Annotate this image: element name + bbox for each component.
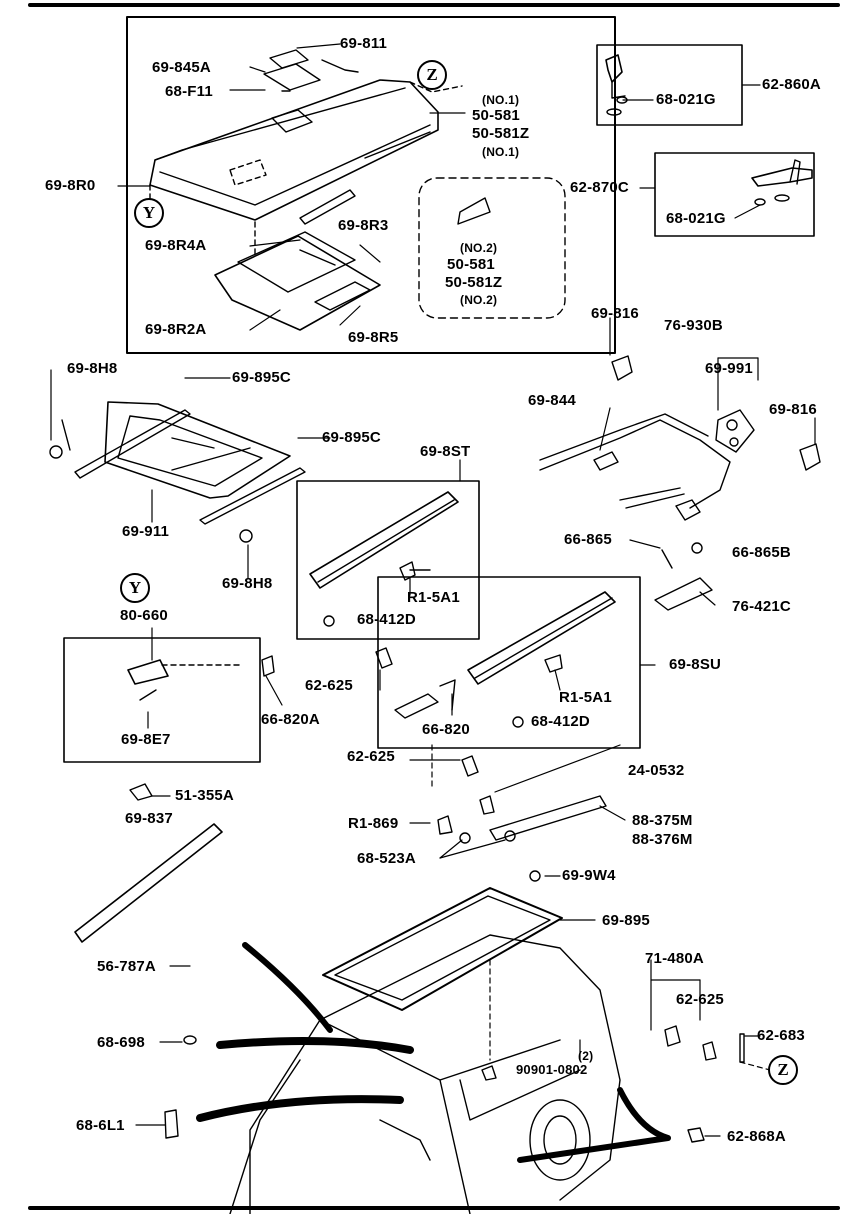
label-69-8E7: 69-8E7 — [121, 731, 171, 748]
label-R1-5A1-b: R1-5A1 — [559, 689, 612, 706]
bracket-62-870C-box — [654, 152, 815, 237]
label-71-480A: 71-480A — [645, 950, 704, 967]
vehicle-drawing — [164, 887, 745, 1214]
label-qty-2: (2) — [578, 1049, 594, 1063]
label-76-421C: 76-421C — [732, 598, 791, 615]
label-50-581-a: 50-581 — [472, 107, 520, 124]
label-88-376M: 88-376M — [632, 831, 693, 848]
label-69-8SU: 69-8SU — [669, 656, 722, 673]
label-24-0532: 24-0532 — [628, 762, 685, 779]
label-66-820: 66-820 — [422, 721, 470, 738]
label-62-625-a: 62-625 — [305, 677, 353, 694]
roof-panel-drawing — [149, 49, 463, 259]
label-62-625-b: 62-625 — [347, 748, 395, 765]
label-69-816-b: 69-816 — [769, 401, 817, 418]
rail-69-8ST-box — [296, 480, 480, 640]
label-69-8R4A: 69-8R4A — [145, 237, 207, 254]
label-69-8H8-b: 69-8H8 — [222, 575, 273, 592]
label-62-860A: 62-860A — [762, 76, 821, 93]
rail-69-8SU-drawing — [394, 591, 616, 728]
label-68-021G-b: 68-021G — [666, 210, 726, 227]
label-50-581-b: 50-581 — [447, 256, 495, 273]
label-66-820A: 66-820A — [261, 711, 320, 728]
label-69-9W4: 69-9W4 — [562, 867, 616, 884]
sunroof-frame-drawing — [49, 401, 306, 543]
label-68-021G-a: 68-021G — [656, 91, 716, 108]
label-80-660: 80-660 — [120, 607, 168, 624]
label-88-375M: 88-375M — [632, 812, 693, 829]
label-69-991: 69-991 — [705, 360, 753, 377]
label-76-930B: 76-930B — [664, 317, 723, 334]
label-69-8ST: 69-8ST — [420, 443, 471, 460]
label-R1-5A1-a: R1-5A1 — [407, 589, 460, 606]
label-68-412D-a: 68-412D — [357, 611, 416, 628]
marker-y-mid: Y — [120, 573, 150, 603]
label-69-844: 69-844 — [528, 392, 576, 409]
label-62-870C: 62-870C — [570, 179, 629, 196]
label-R1-869: R1-869 — [348, 815, 399, 832]
roof-no2-dashed-box — [418, 177, 566, 319]
marker-z-bottom: Z — [768, 1055, 798, 1085]
label-66-865B: 66-865B — [732, 544, 791, 561]
label-62-625-c: 62-625 — [676, 991, 724, 1008]
marker-z-top: Z — [417, 60, 447, 90]
label-68-523A: 68-523A — [357, 850, 416, 867]
label-no2-b: (NO.2) — [460, 293, 498, 307]
clip-80-660-box — [63, 637, 261, 763]
rail-69-8SU-box — [377, 576, 641, 749]
label-62-683: 62-683 — [757, 1027, 805, 1044]
label-no1-b: (NO.1) — [482, 145, 520, 159]
label-69-8R3: 69-8R3 — [338, 217, 389, 234]
label-68-698: 68-698 — [97, 1034, 145, 1051]
label-56-787A: 56-787A — [97, 958, 156, 975]
label-no2-a: (NO.2) — [460, 241, 498, 255]
label-69-8R5: 69-8R5 — [348, 329, 399, 346]
leader-lines — [50, 43, 816, 1137]
clip-80-660-drawing — [127, 655, 275, 701]
label-68-6L1: 68-6L1 — [76, 1117, 125, 1134]
label-50-581Z-a: 50-581Z — [472, 125, 530, 142]
marker-y-left: Y — [134, 198, 164, 228]
roof-assembly-box — [126, 16, 616, 354]
label-69-911: 69-911 — [122, 523, 170, 540]
label-50-581Z-b: 50-581Z — [445, 274, 503, 291]
label-51-355A: 51-355A — [175, 787, 234, 804]
label-69-895C-b: 69-895C — [322, 429, 381, 446]
label-69-811: 69-811 — [340, 35, 388, 52]
label-no1-a: (NO.1) — [482, 93, 520, 107]
label-69-845A: 69-845A — [152, 59, 211, 76]
label-69-8R0: 69-8R0 — [45, 177, 96, 194]
label-69-8R2A: 69-8R2A — [145, 321, 207, 338]
rail-69-8ST-drawing — [309, 491, 459, 627]
label-69-837: 69-837 — [125, 810, 173, 827]
label-66-865: 66-865 — [564, 531, 612, 548]
label-90901-0802: 90901-0802 — [516, 1062, 588, 1077]
label-62-868A: 62-868A — [727, 1128, 786, 1145]
bracket-62-860A-drawing — [605, 54, 628, 116]
label-68-F11: 68-F11 — [165, 83, 213, 100]
cable-assembly-drawing — [539, 355, 821, 611]
label-69-895C-a: 69-895C — [232, 369, 291, 386]
label-69-816-a: 69-816 — [591, 305, 639, 322]
label-69-895: 69-895 — [602, 912, 650, 929]
label-69-8H8-a: 69-8H8 — [67, 360, 118, 377]
label-68-412D-b: 68-412D — [531, 713, 590, 730]
bracket-62-870C-drawing — [751, 159, 813, 206]
